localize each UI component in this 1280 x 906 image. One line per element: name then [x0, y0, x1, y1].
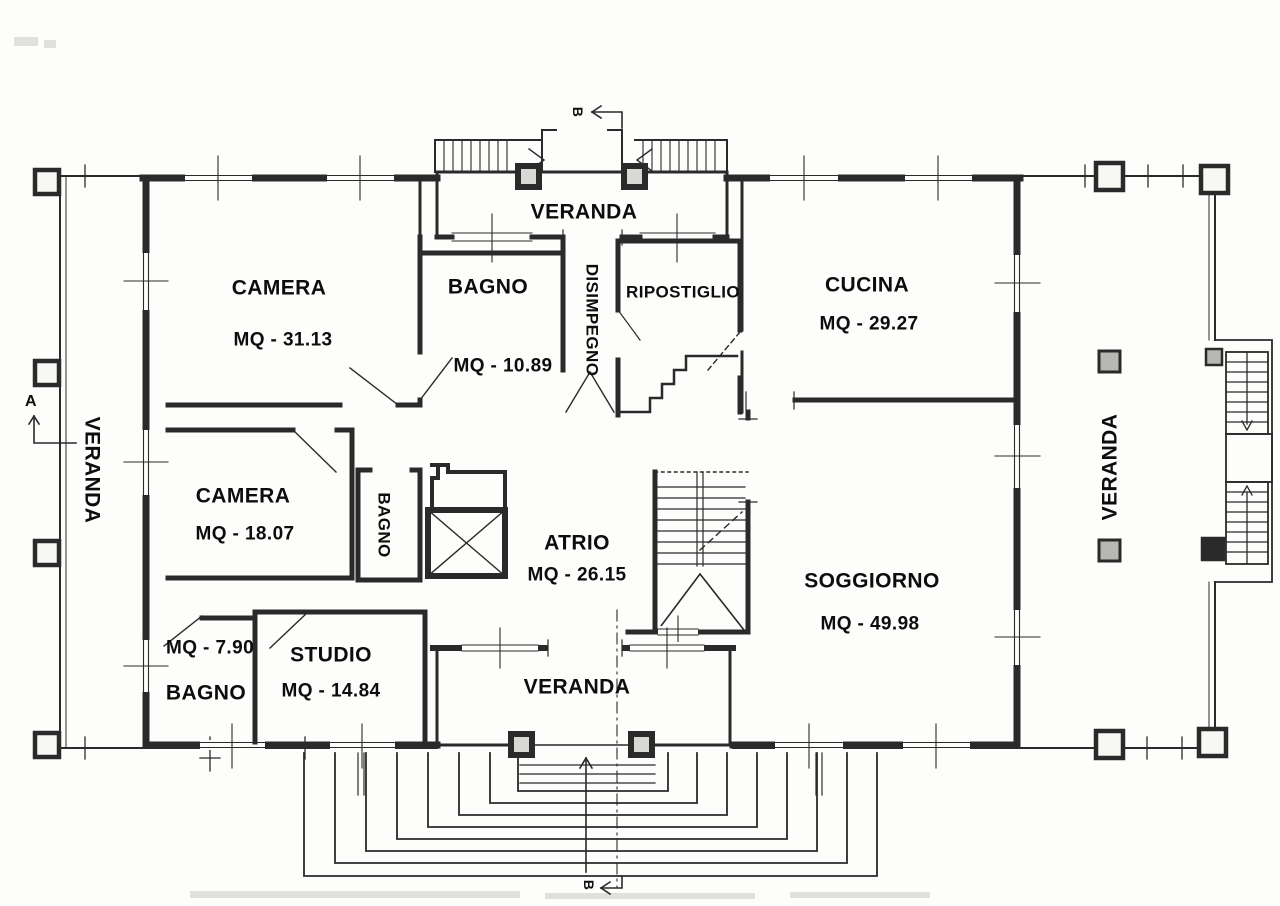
- room-area-atrio: MQ - 26.15: [527, 564, 627, 586]
- room-label-bagno-corridoio: BAGNO: [374, 492, 394, 558]
- elevator: [425, 463, 508, 579]
- room-label-soggiorno: SOGGIORNO: [804, 569, 940, 593]
- survey-ticks: [76, 164, 1192, 772]
- room-label-studio: STUDIO: [290, 643, 372, 667]
- room-label-veranda-top: VERANDA: [530, 200, 638, 224]
- room-label-camera-1: CAMERA: [231, 276, 327, 300]
- room-label-disimpegno: DISIMPEGNO: [582, 263, 602, 377]
- terrace-outline: [59, 175, 1216, 749]
- exterior-walls: [139, 174, 1024, 749]
- room-label-veranda-right: VERANDA: [1098, 413, 1122, 521]
- room-area-camera-2: MQ - 18.07: [195, 523, 295, 545]
- bottom-veranda: [430, 627, 736, 747]
- room-label-bagno-2: BAGNO: [165, 681, 247, 705]
- room-label-atrio: ATRIO: [544, 531, 610, 555]
- room-label-veranda-left: VERANDA: [80, 416, 104, 524]
- interior-staircase: [654, 471, 749, 649]
- door-swings: [163, 309, 795, 649]
- room-area-soggiorno: MQ - 49.98: [820, 613, 920, 635]
- room-area-studio: MQ - 14.84: [281, 680, 381, 702]
- pillars: [32, 160, 1231, 761]
- section-marker-b-bottom: B: [581, 879, 597, 891]
- room-area-bagno-1: MQ - 10.89: [453, 355, 553, 377]
- room-area-bagno-2: MQ - 7.90: [165, 637, 255, 659]
- interior-walls: [165, 176, 1020, 745]
- room-label-ripostiglio: RIPOSTIGLIO: [626, 282, 740, 302]
- section-marker-a: A: [25, 393, 37, 410]
- room-label-cucina: CUCINA: [824, 273, 910, 297]
- windows: [123, 155, 1041, 769]
- section-marker-b-top: B: [570, 106, 586, 118]
- scan-smudges: [14, 37, 930, 899]
- room-area-cucina: MQ - 29.27: [819, 313, 919, 335]
- section-arrow-a: [27, 414, 77, 444]
- room-label-bagno-1: BAGNO: [447, 275, 529, 299]
- top-veranda: [434, 104, 730, 263]
- grand-stairs: [303, 609, 878, 896]
- room-label-veranda-bottom: VERANDA: [523, 675, 631, 699]
- right-stairs: [1214, 339, 1273, 583]
- room-label-camera-2: CAMERA: [195, 484, 291, 508]
- room-area-camera-1: MQ - 31.13: [233, 329, 333, 351]
